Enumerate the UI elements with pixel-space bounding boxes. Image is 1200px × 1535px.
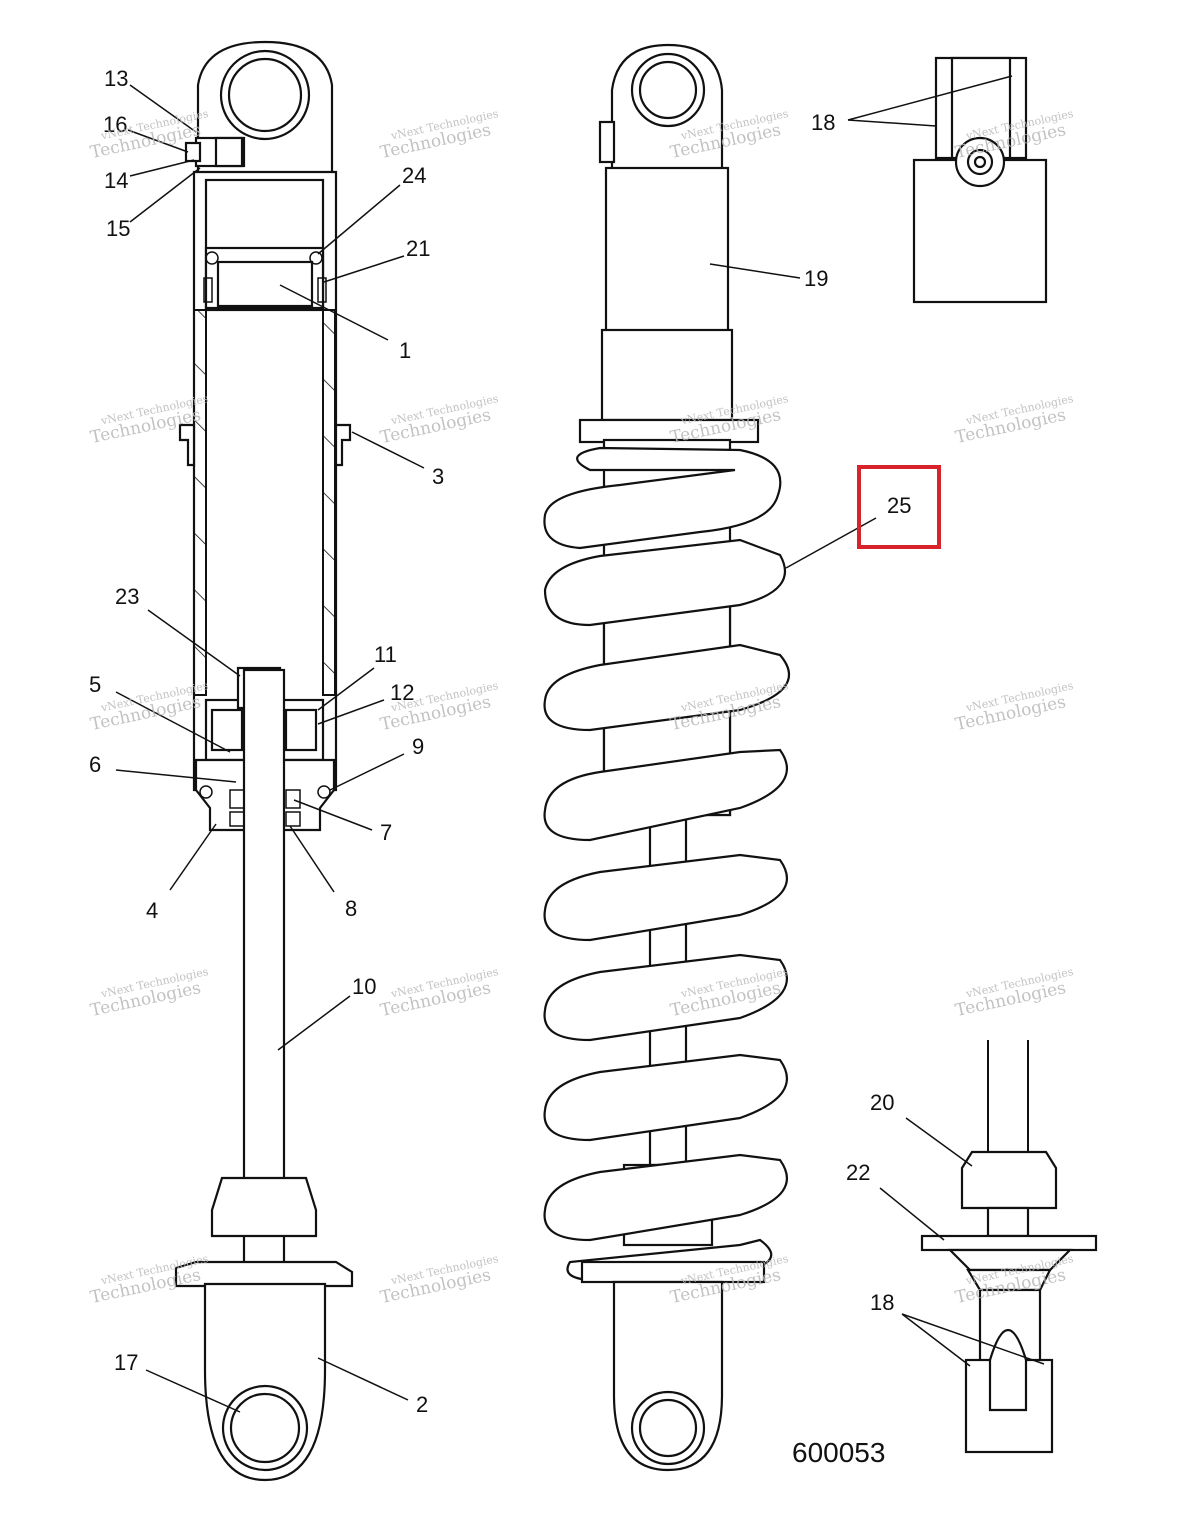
callout-6: 6 [89, 752, 101, 777]
callout-17: 17 [114, 1350, 138, 1375]
callout-13: 13 [104, 66, 128, 91]
callout-7: 7 [380, 820, 392, 845]
callout-19: 19 [804, 266, 828, 291]
callout-18-bottom: 18 [870, 1290, 894, 1315]
callout-labels: 13 16 14 15 24 21 1 3 23 11 5 12 9 6 7 4… [89, 66, 894, 1417]
figure-number: 600053 [792, 1437, 885, 1468]
callout-10: 10 [352, 974, 376, 999]
callout-20: 20 [870, 1090, 894, 1115]
callout-15: 15 [106, 216, 130, 241]
callout-11: 11 [374, 642, 397, 667]
highlight-box[interactable] [857, 465, 941, 549]
callout-2: 2 [416, 1392, 428, 1417]
callout-4: 4 [146, 898, 158, 923]
callout-25: 25 [887, 493, 911, 518]
bottom-mount-detail [920, 1040, 1098, 1454]
callout-3: 3 [432, 464, 444, 489]
callout-9: 9 [412, 734, 424, 759]
callout-8: 8 [345, 896, 357, 921]
callout-12: 12 [390, 680, 414, 705]
assembled-shock-view [543, 43, 791, 1472]
sectioned-shock-view [174, 40, 354, 1482]
highlight-callout-25[interactable]: 25 [857, 465, 941, 549]
callout-18-top: 18 [811, 110, 835, 135]
callout-5: 5 [89, 672, 101, 697]
callout-16: 16 [103, 112, 127, 137]
top-mount-detail [912, 56, 1048, 304]
callout-23: 23 [115, 584, 139, 609]
leader-lines [115, 75, 1045, 1413]
callout-21: 21 [406, 236, 430, 261]
callout-1: 1 [399, 338, 411, 363]
callout-24: 24 [402, 163, 426, 188]
callout-14: 14 [104, 168, 128, 193]
callout-22: 22 [846, 1160, 870, 1185]
